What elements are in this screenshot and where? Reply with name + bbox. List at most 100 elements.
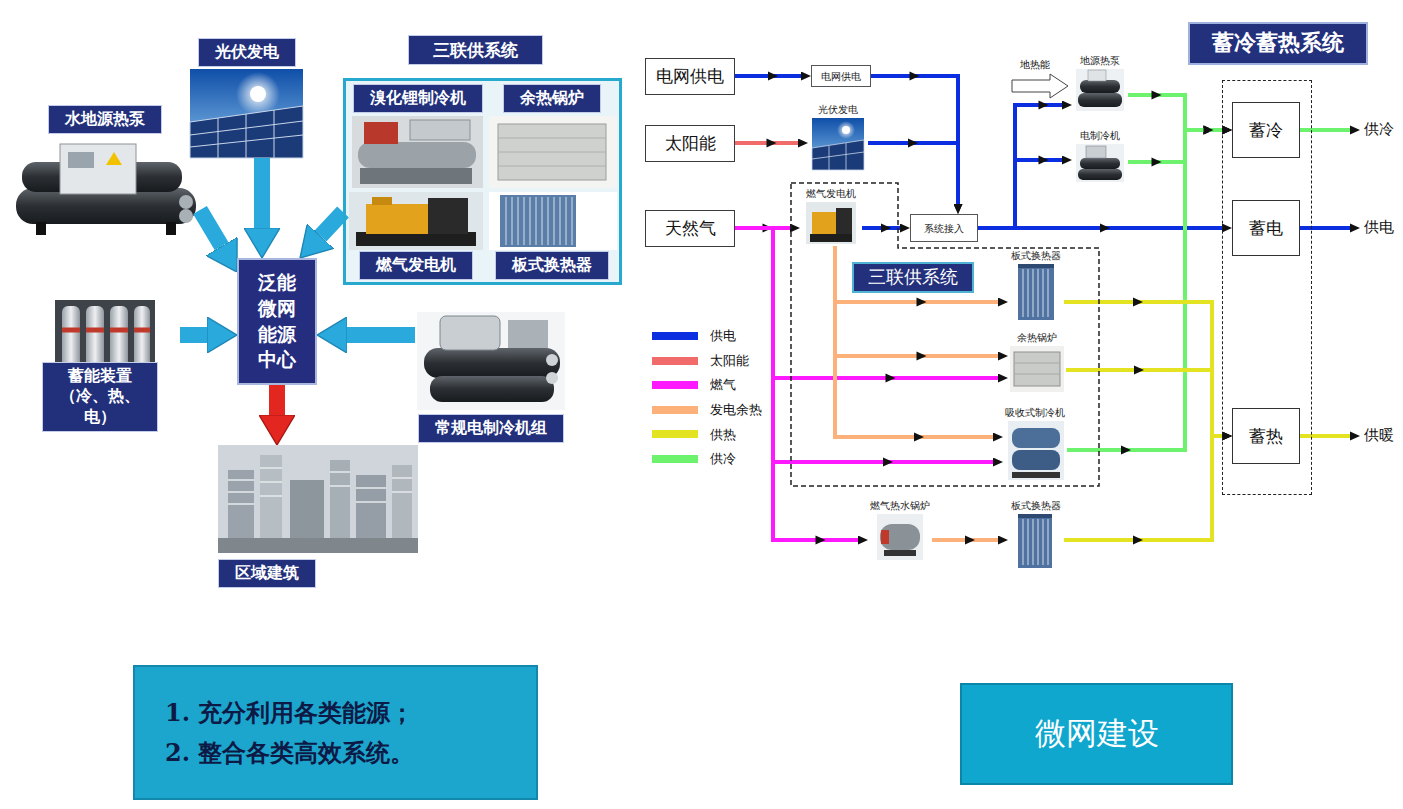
- heat-pump-photo: [60, 144, 136, 194]
- heat-pump-photo: [166, 222, 176, 235]
- electric-chiller-photo: [430, 376, 554, 402]
- system-panel: 三联供系统溴化锂制冷机余热锅炉燃气发电机板式换热器: [343, 78, 622, 285]
- absorption-chiller-photo: [352, 116, 483, 188]
- absorption-chiller-photo: [360, 168, 472, 184]
- equipment-icon: 板式换热器: [1008, 250, 1064, 322]
- connector-group: [978, 156, 1062, 229]
- heat-pump-photo: [16, 144, 196, 235]
- solar-panel-photo: [190, 106, 303, 158]
- gas-generator-icon: [806, 202, 856, 244]
- heat-pump-icon: [1080, 80, 1120, 93]
- solar-panel-photo: [190, 69, 303, 158]
- plate-exchanger-icon: [1023, 269, 1048, 317]
- connector-group: [835, 246, 993, 442]
- connector-group: [277, 385, 278, 415]
- electric-chiller-photo: [417, 312, 565, 410]
- waste-heat-boiler-photo: [489, 116, 617, 188]
- plate-exchanger-photo: [500, 195, 576, 247]
- arrow-head: [1100, 224, 1110, 233]
- gas-generator-photo: [366, 204, 428, 234]
- electric-chiller-photo: [424, 348, 560, 378]
- energy-line: [1128, 130, 1222, 162]
- icon-caption: 吸收式制冷机: [1005, 407, 1065, 419]
- equipment-node: 光伏发电: [188, 38, 305, 158]
- tag-label: 电网供电: [821, 71, 861, 82]
- arrow-head: [965, 536, 975, 545]
- absorption-chiller-photo: [410, 120, 470, 140]
- gas-generator-icon: [806, 202, 856, 244]
- absorption-chiller-photo: [358, 142, 476, 168]
- waste-heat-boiler-photo: [489, 116, 617, 188]
- connector-group: [1067, 126, 1222, 455]
- label-holder: 供暖: [1364, 426, 1394, 444]
- legend-swatch: [652, 455, 698, 463]
- geothermal-arrow: [1012, 74, 1068, 98]
- equipment-icon: 地源热泵: [1072, 55, 1128, 113]
- equipment-label: 溴化锂制冷机: [353, 84, 483, 113]
- waste-heat-boiler-icon: [1014, 363, 1060, 374]
- electric-chiller-photo: [417, 312, 565, 410]
- heat-pump-icon: [1076, 69, 1124, 111]
- arrow-head: [1039, 101, 1049, 110]
- legend-row: 供冷: [652, 450, 736, 468]
- connector-group: [868, 139, 958, 205]
- arrow-head: [1152, 91, 1162, 100]
- electric-chiller-photo: [546, 354, 558, 366]
- equipment-label: 水地源热泵: [48, 105, 162, 134]
- electric-chiller-photo: [440, 316, 500, 350]
- connector-group: [735, 228, 858, 545]
- city-buildings-photo: [218, 445, 418, 553]
- title-text: 微网建设: [1035, 715, 1159, 752]
- flow-arrow: [180, 327, 207, 343]
- legend-swatch: [652, 357, 698, 365]
- electric-chiller-icon: [1086, 146, 1106, 158]
- arrow-head: [1204, 126, 1214, 135]
- supply-outlet-lines: [1300, 128, 1350, 132]
- energy-line: [1128, 95, 1222, 130]
- flow-arrow: [200, 210, 222, 246]
- connector-group: [871, 72, 958, 205]
- icon-caption: 燃气热水锅炉: [870, 500, 930, 512]
- energy-line: [978, 105, 1062, 228]
- arrow-head: [768, 72, 778, 81]
- storage-box: 蓄电: [1232, 200, 1300, 256]
- legend-swatch: [652, 332, 698, 340]
- source-label: 电网供电: [656, 66, 724, 86]
- electric-chiller-icon: [1076, 144, 1124, 182]
- connector-group: [1066, 366, 1222, 437]
- source-box: 电网供电: [645, 58, 735, 95]
- supply-outlet-lines: [1300, 126, 1360, 441]
- equipment-label: 光伏发电: [198, 38, 296, 67]
- arrow-head: [767, 139, 777, 148]
- equipment-node: 余热锅炉: [487, 84, 617, 188]
- summary-item: 1. 充分利用各类能源；: [165, 693, 414, 733]
- legend-row: 发电余热: [652, 401, 762, 419]
- gas-generator-icon: [810, 234, 852, 242]
- arrow-head: [917, 298, 927, 307]
- geothermal-arrow: [1012, 74, 1068, 98]
- equipment-icon: 燃气发电机: [800, 188, 862, 246]
- absorption-chiller-icon: [1012, 450, 1060, 470]
- absorption-chiller-icon: [1012, 472, 1060, 478]
- heat-pump-photo: [68, 152, 94, 168]
- equipment-node: 燃气发电机: [347, 190, 485, 280]
- energy-line: [871, 76, 958, 204]
- arrow-head: [1204, 126, 1214, 135]
- arrow-head: [910, 72, 920, 81]
- dashed-outline: [791, 183, 1099, 486]
- electric-chiller-photo: [508, 320, 548, 348]
- storage-label: 蓄电: [1249, 218, 1283, 238]
- connector-group: [180, 335, 207, 336]
- storage-label: 蓄冷: [1249, 120, 1283, 140]
- legend-swatch: [652, 406, 698, 414]
- energy-line: [1064, 436, 1222, 540]
- city-buildings-photo: [218, 445, 418, 553]
- arrow-head: [1039, 156, 1049, 165]
- electric-chiller-icon: [1080, 158, 1120, 169]
- city-buildings-photo: [392, 465, 412, 540]
- legend-label: 燃气: [710, 377, 736, 393]
- equipment-label: 区域建筑: [218, 559, 316, 588]
- plate-exchanger-photo: [489, 192, 617, 250]
- panel-heading: 三联供系统: [408, 35, 543, 65]
- energy-line: [978, 160, 1062, 228]
